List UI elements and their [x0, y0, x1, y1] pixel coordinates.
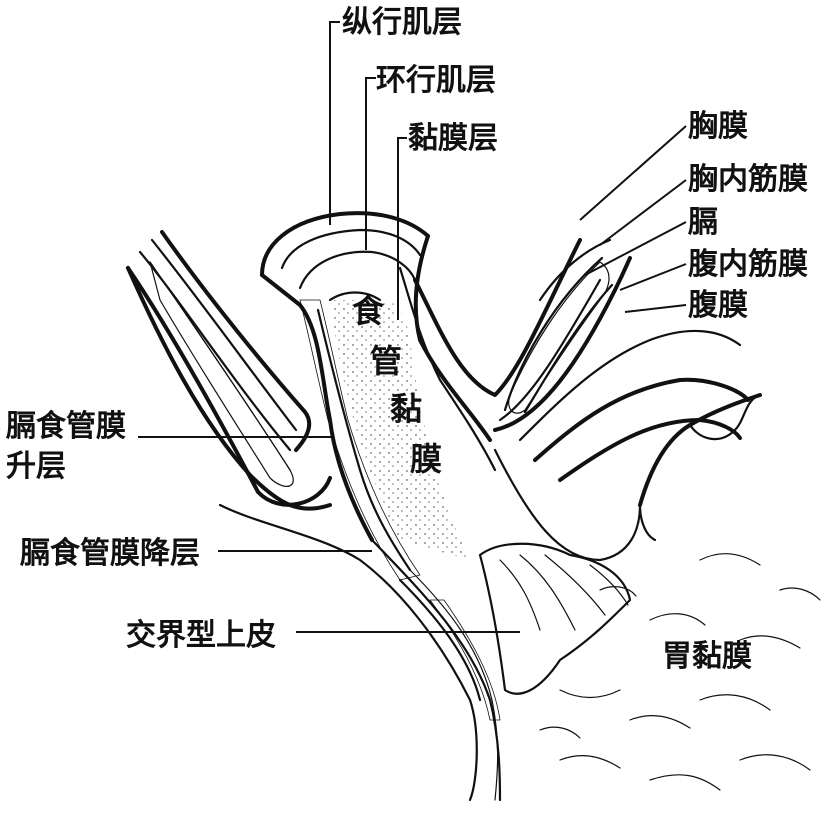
label-mucosa: 黏膜层: [408, 121, 498, 156]
leader-mucosa: [397, 137, 407, 320]
label-endothoracic-fascia: 胸内筋膜: [688, 162, 808, 197]
leader-longitudinal-muscle: [329, 21, 340, 225]
stomach: [478, 393, 821, 791]
label-diaphragm: 膈: [688, 205, 718, 240]
leader-peritoneum: [624, 304, 687, 313]
label-esophageal-mucosa-1: 食: [352, 292, 385, 330]
label-esophageal-mucosa-3: 黏: [390, 390, 422, 428]
label-transitional-epithelium: 交界型上皮: [126, 618, 276, 653]
label-longitudinal-muscle: 纵行肌层: [342, 5, 462, 40]
leader-pleura: [579, 125, 687, 221]
label-peritoneum: 腹膜: [688, 288, 748, 323]
leader-endoabdominal-fascia: [619, 263, 687, 291]
label-esophageal-mucosa-2: 管: [370, 342, 402, 380]
label-endoabdominal-fascia: 腹内筋膜: [688, 247, 808, 282]
label-gastric-mucosa: 胃黏膜: [662, 639, 752, 674]
label-pleura: 胸膜: [688, 109, 748, 144]
leader-diaphragm: [584, 221, 687, 276]
esophagus-wall: [260, 211, 502, 802]
leader-circular-muscle: [365, 77, 376, 250]
leader-endothoracic-fascia: [599, 179, 687, 246]
label-esophageal-mucosa-4: 膜: [410, 440, 442, 478]
right-diaphragm: [413, 238, 750, 562]
left-diaphragm-crus: [126, 230, 478, 802]
label-pel-ascending-line2: 升层: [6, 449, 66, 484]
label-circular-muscle: 环行肌层: [376, 63, 496, 98]
label-pel-ascending-line1: 膈食管膜: [6, 409, 126, 444]
leader-lines: [138, 21, 687, 633]
labels: 纵行肌层 环行肌层 黏膜层 胸膜 胸内筋膜 膈 腹内筋膜 腹膜 膈食管膜 升层 …: [6, 5, 808, 674]
label-pel-descending: 膈食管膜降层: [20, 536, 200, 571]
